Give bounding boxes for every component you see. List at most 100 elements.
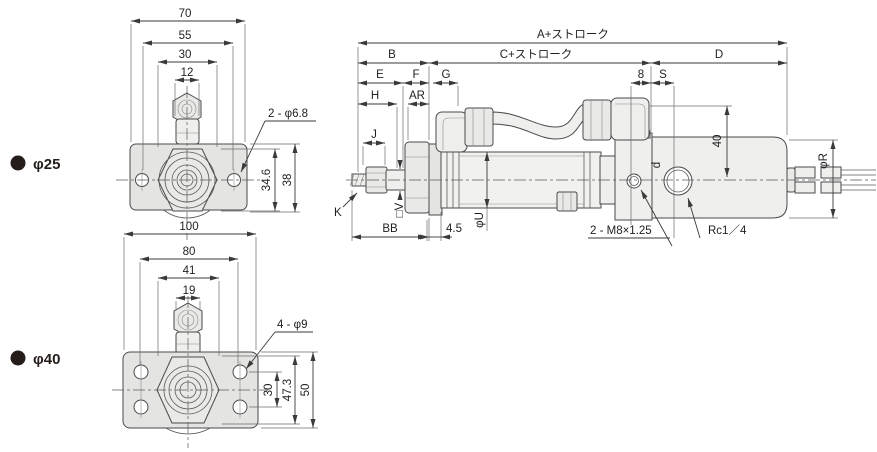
- phi40-dim-100: 100: [123, 221, 257, 350]
- bullet-icon: [10, 155, 26, 171]
- dim-text: 50: [300, 384, 312, 397]
- variant-label-40: φ40: [33, 351, 60, 368]
- variant-label-25: φ25: [33, 156, 60, 173]
- m8-port: [626, 173, 642, 189]
- phi25-dim-70: 70: [130, 8, 246, 142]
- side-dim-phiR: φR: [818, 140, 836, 218]
- phi25-dim-30: 30: [157, 49, 218, 147]
- front-view-phi40: 100 80 41 19 4 - φ9 30: [112, 221, 318, 448]
- dim-text: 4.5: [446, 223, 462, 235]
- dim-text: 30: [179, 49, 192, 61]
- note-text: 4 - φ9: [277, 319, 307, 331]
- dim-text: F: [412, 69, 419, 81]
- dim-text: G: [442, 69, 451, 81]
- dim-text: K: [334, 207, 342, 219]
- dim-text: φU: [474, 212, 486, 228]
- side-dim-E: E: [358, 69, 403, 86]
- dim-text: BB: [382, 223, 398, 235]
- outlet-stub: [794, 181, 816, 194]
- outlet-stub: [820, 181, 842, 194]
- side-dim-F: F: [403, 69, 429, 86]
- dim-text: J: [371, 129, 377, 141]
- phi25-dim-55: 55: [142, 30, 234, 170]
- side-dim-D: D: [651, 49, 787, 66]
- rc-port: [663, 166, 693, 196]
- phi40-centerlines: [112, 296, 268, 448]
- extension-lines: [351, 47, 838, 241]
- cylinder-body: [349, 97, 876, 221]
- dim-text: φR: [818, 153, 830, 169]
- dim-text: d: [651, 162, 663, 168]
- side-dim-A: A+ストローク: [358, 28, 787, 46]
- dim-text: 12: [181, 67, 194, 79]
- side-dim-C: C+ストローク: [429, 48, 651, 66]
- side-dim-S: S: [651, 69, 674, 86]
- phi40-dim-50: 50: [261, 351, 318, 429]
- phi40-dim-47-3: 47.3: [222, 355, 300, 425]
- dim-text: 30: [263, 384, 275, 397]
- dim-text: 100: [179, 221, 198, 233]
- side-dim-V: □V: [394, 160, 406, 217]
- phi40-dim-19: 19: [175, 285, 201, 310]
- dim-text: 38: [282, 174, 294, 187]
- side-dim-40: 40: [712, 106, 730, 177]
- mounting-nut: [404, 141, 431, 214]
- dim-text: 19: [183, 285, 196, 297]
- dim-text: D: [715, 49, 723, 61]
- phi40-dim-30: 30: [249, 371, 282, 408]
- dim-text: AR: [409, 90, 425, 102]
- side-dim-4-5: 4.5: [419, 223, 462, 240]
- front-view-phi25: 70 55 30 12 2 - φ6.8 34.6: [116, 8, 316, 240]
- dim-text: 34.6: [261, 169, 273, 191]
- phi25-body: [129, 92, 248, 219]
- cushion-plug: [556, 191, 578, 212]
- note-text: 2 - M8×1.25: [590, 225, 652, 237]
- dim-text: 41: [183, 265, 196, 277]
- phi25-centerlines: [116, 86, 260, 240]
- phi40-dim-41: 41: [157, 265, 220, 356]
- side-note-rc: Rc1／4: [687, 197, 747, 239]
- dim-text: □V: [394, 202, 406, 217]
- phi40-hole-note: 4 - φ9: [245, 319, 313, 370]
- dim-text: B: [388, 49, 396, 61]
- phi25-dim-12: 12: [174, 67, 200, 116]
- dim-text: 40: [712, 135, 724, 148]
- side-view: A+ストローク B C+ストローク D E F G 8: [334, 28, 876, 247]
- side-dim-AR: AR: [408, 90, 429, 107]
- side-dim-BB: BB: [352, 223, 427, 240]
- side-dim-J: J: [363, 129, 385, 146]
- dim-text: 47.3: [282, 379, 294, 401]
- dim-text: S: [659, 69, 667, 81]
- main-body: [651, 136, 788, 219]
- note-text: 2 - φ6.8: [268, 108, 308, 120]
- side-dim-8: 8: [631, 69, 651, 86]
- dim-text: 55: [179, 30, 192, 42]
- dim-text: 8: [638, 69, 644, 81]
- dim-text: E: [376, 69, 384, 81]
- pipe: [491, 102, 590, 140]
- compression-nut-right: [582, 99, 612, 141]
- compression-nut-left: [464, 107, 494, 147]
- rod-boss: [175, 118, 200, 145]
- dim-text: C+ストローク: [500, 48, 573, 61]
- side-dim-H: H: [358, 90, 397, 107]
- phi25-dim-38: 38: [250, 143, 300, 213]
- dim-text: 80: [183, 246, 196, 258]
- outlet-stub: [794, 166, 816, 179]
- flange-plate-side: [428, 143, 443, 216]
- phi40-dim-80: 80: [139, 246, 239, 366]
- dim-text: H: [371, 90, 379, 102]
- label-phi25: φ25: [10, 155, 60, 173]
- side-dim-G: G: [433, 69, 458, 86]
- dim-text: A+ストローク: [537, 28, 609, 41]
- note-text: Rc1／4: [708, 224, 747, 237]
- dim-text: 70: [179, 8, 192, 20]
- bullet-icon: [10, 350, 26, 366]
- side-label-d: d: [651, 162, 663, 168]
- phi25-hole-note: 2 - φ6.8: [240, 108, 316, 173]
- side-label-K: K: [334, 192, 358, 219]
- label-phi40: φ40: [10, 350, 60, 368]
- side-note-m8: 2 - M8×1.25: [588, 189, 673, 247]
